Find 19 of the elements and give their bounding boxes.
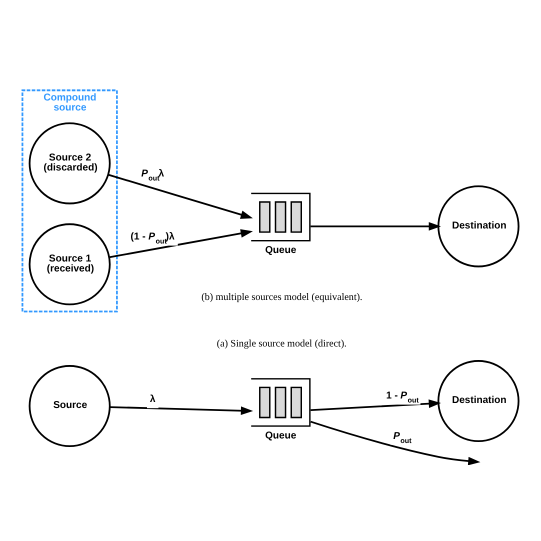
- label: (a) Single source model (direct).: [216, 338, 347, 350]
- arrow: [310, 420, 480, 465]
- node-label: Queue: [265, 430, 296, 442]
- node-circle: Source 2 (discarded): [28, 122, 111, 204]
- node-circle: Destination: [437, 185, 520, 268]
- edge-label: 1 - P$_{out}$: [386, 390, 419, 405]
- edge-label: λ: [150, 394, 156, 406]
- node-circle: Source: [28, 365, 111, 448]
- label: (b) multiple sources model (equivalent).: [201, 292, 362, 303]
- node-circle: Source 1 (received): [28, 223, 111, 306]
- arrow: [110, 406, 254, 415]
- node-label: Queue: [265, 244, 296, 256]
- arrow: [310, 399, 441, 412]
- edge-label: P$_{out}$λ: [141, 168, 164, 183]
- arrow: [310, 222, 441, 231]
- edge-label: (1 - P$_{out}$)λ: [130, 232, 175, 246]
- edge-label: P$_{out}$: [393, 430, 412, 445]
- arrow: [108, 174, 253, 219]
- node-circle: Destination: [437, 360, 520, 442]
